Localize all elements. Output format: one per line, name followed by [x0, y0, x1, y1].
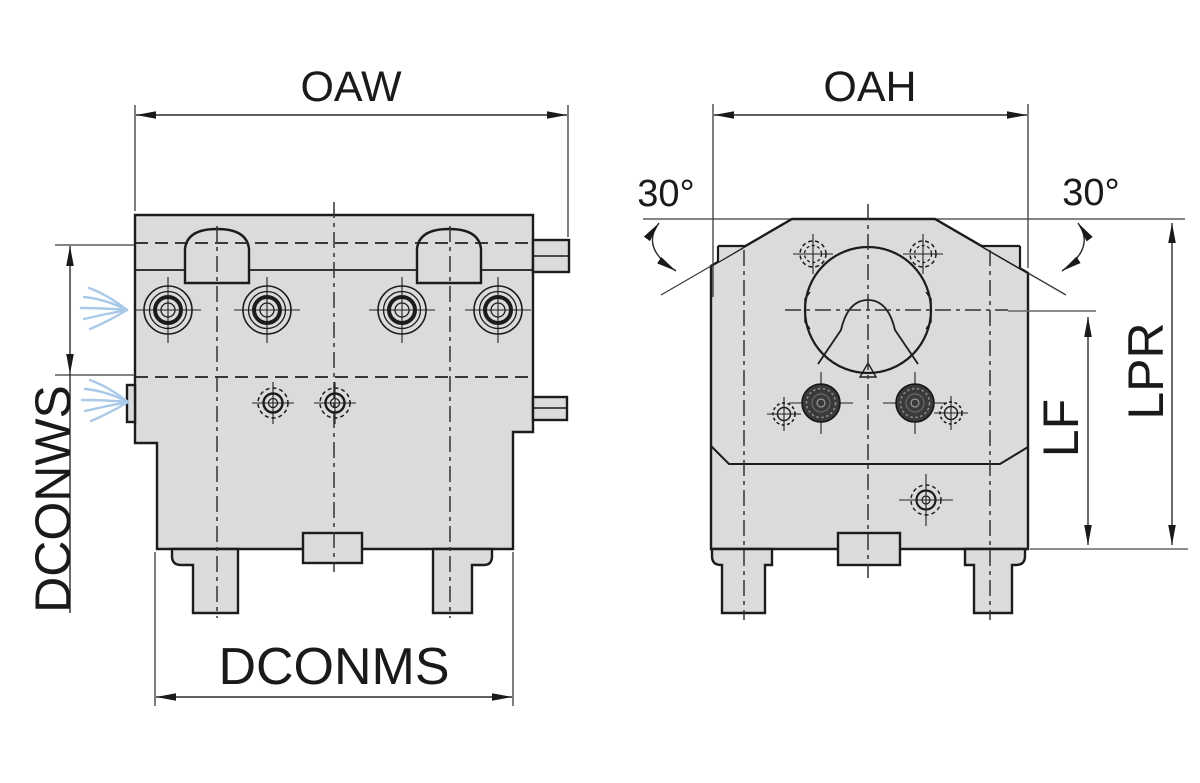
- extension-line: [712, 104, 1029, 297]
- shoulder-step-left: [718, 246, 745, 262]
- extension-line: [55, 244, 135, 376]
- dconms-label: DCONMS: [218, 638, 449, 696]
- base-hole: [899, 474, 953, 526]
- bolt-hole: [793, 234, 833, 274]
- bore-keyway-left: [804, 291, 811, 330]
- shoulder-step-right: [982, 246, 1020, 268]
- side-body: [709, 217, 1030, 551]
- extension-line: [154, 552, 514, 706]
- clamp-boss: [789, 372, 853, 434]
- lpr-label: LPR: [1118, 322, 1174, 419]
- front-view-dimensions: OAW DCONWS DCONMS: [25, 63, 569, 706]
- tool-port: [135, 277, 201, 343]
- coolant-spray-icon: [80, 378, 130, 423]
- lf-label: LF: [1033, 399, 1089, 457]
- angle-label-right: 30°: [1062, 172, 1119, 214]
- mid-fitting: [252, 382, 294, 424]
- angle-arc-left: [643, 222, 677, 272]
- front-cap-right: [415, 227, 483, 285]
- side-view-dimensions: OAH 30° 30° LF LPR: [637, 63, 1176, 545]
- chamfer-extension-left: [660, 265, 712, 296]
- tool-port: [234, 277, 300, 343]
- front-leg-right: [431, 547, 494, 615]
- front-leg-left: [170, 547, 240, 615]
- coolant-spray-icon: [79, 286, 129, 331]
- chamfer-extension-right: [1027, 272, 1067, 296]
- front-mount-tab: [301, 531, 364, 565]
- base-groove-line: [710, 445, 1029, 465]
- side-tab-left: [125, 383, 137, 424]
- clamp-boss: [883, 372, 947, 434]
- side-view: [643, 204, 1188, 620]
- angle-arc-right: [1061, 222, 1093, 272]
- oaw-label: OAW: [300, 63, 402, 111]
- bolt-hole: [903, 234, 943, 274]
- angle-label-left: 30°: [637, 173, 694, 215]
- oah-label: OAH: [823, 63, 916, 111]
- side-tab-right-upper: [531, 238, 571, 274]
- extension-line: [134, 105, 569, 237]
- tool-port: [465, 277, 531, 343]
- dconws-label: DCONWS: [25, 385, 81, 613]
- side-hole: [934, 396, 968, 430]
- side-mount-tab: [836, 531, 902, 567]
- side-leg-right: [963, 547, 1027, 615]
- bore-keyway-right: [925, 291, 932, 330]
- mid-fitting: [314, 382, 356, 424]
- side-leg-left: [710, 547, 774, 615]
- tool-port: [369, 277, 435, 343]
- front-view: [79, 202, 571, 618]
- side-tab-right-lower: [531, 395, 569, 422]
- side-hole: [767, 397, 801, 431]
